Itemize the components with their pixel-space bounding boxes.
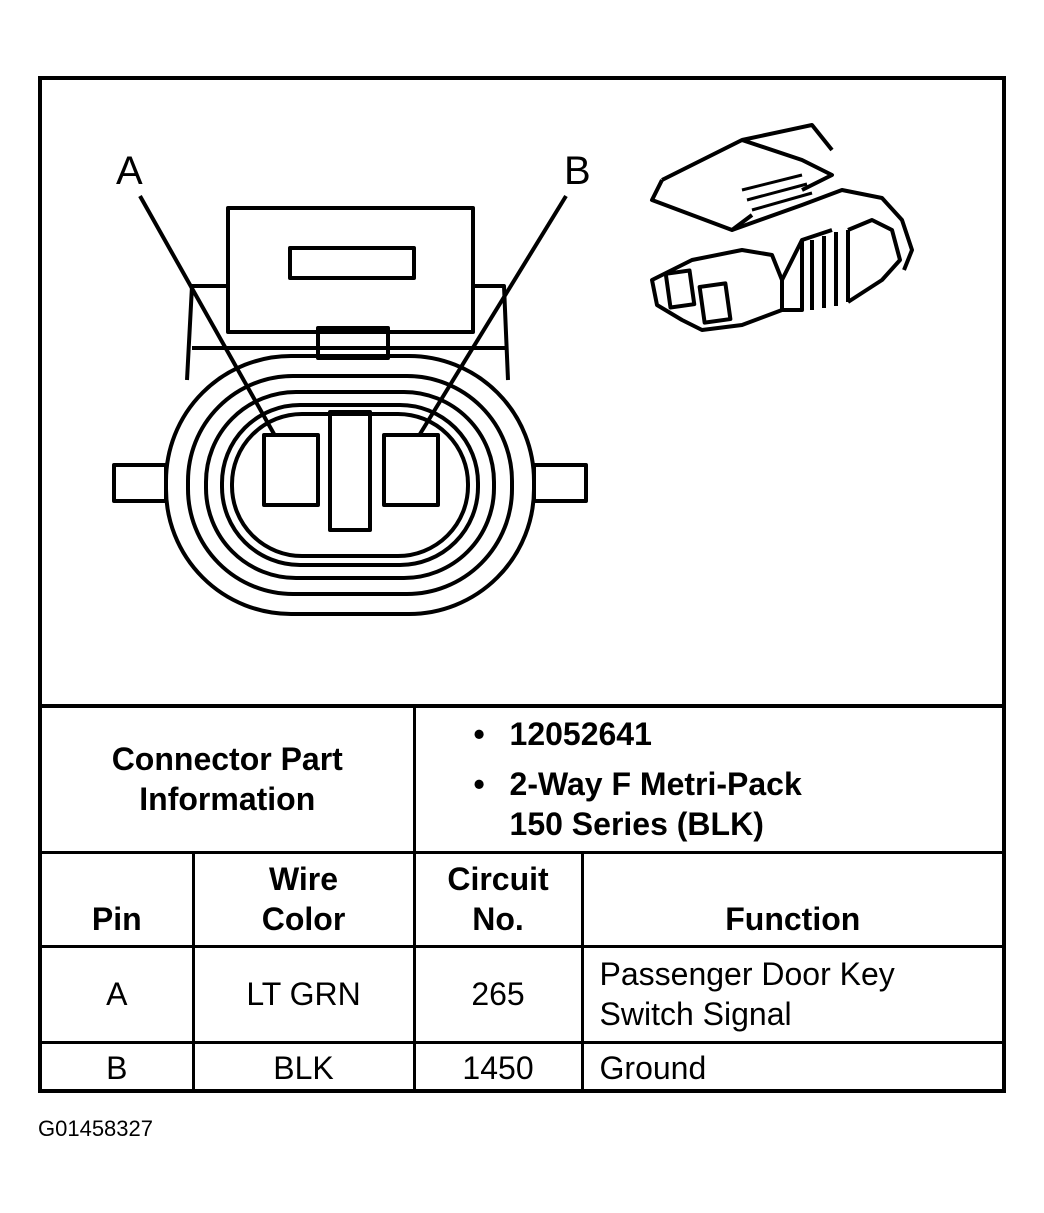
row-b-function: Ground: [580, 1040, 1003, 1092]
row-b-pin: B: [42, 1040, 195, 1092]
header-function: Function: [580, 850, 1003, 948]
table-row: B BLK 1450 Ground: [42, 1040, 1003, 1092]
terminal-b-cavity: [382, 433, 440, 507]
center-key: [328, 410, 372, 532]
row-b-wire-color: BLK: [191, 1040, 416, 1092]
outer-oval: [164, 354, 536, 616]
connector-figure: A B: [42, 80, 1002, 704]
description-line2: 150 Series (BLK): [509, 806, 764, 843]
right-ear: [532, 463, 588, 503]
description-item: • 2-Way F Metri-Pack 150 Series (BLK): [473, 766, 802, 843]
oval-ring-4: [220, 403, 480, 567]
table-header-row: Pin Wire Color Circuit No. Function: [42, 850, 1003, 948]
connector-part-details: • 12052641 • 2-Way F Metri-Pack 150 Seri…: [412, 704, 1003, 854]
part-number-item: • 12052641: [473, 716, 652, 753]
connector-isometric-view: [650, 123, 914, 332]
terminal-a-cavity: [262, 433, 320, 507]
row-a-pin: A: [42, 944, 195, 1044]
header-pin: Pin: [42, 850, 195, 948]
oval-ring-3: [204, 390, 496, 580]
left-ear: [112, 463, 168, 503]
row-a-wire-color: LT GRN: [191, 944, 416, 1044]
left-shoulder: [185, 284, 228, 381]
row-b-circuit: 1450: [412, 1040, 584, 1092]
connector-label-line2: Information: [139, 781, 316, 818]
connector-part-info-label: Connector Part Information: [42, 704, 416, 854]
row-a-circuit: 265: [412, 944, 584, 1044]
part-number: 12052641: [509, 716, 652, 753]
latch-window: [288, 246, 416, 280]
leader-line-a: [138, 195, 276, 435]
header-wire-color: Wire Color: [191, 850, 416, 948]
connector-face-drawing: A B: [112, 123, 914, 616]
row-a-function: Passenger Door Key Switch Signal: [580, 944, 1003, 1044]
description-line1: 2-Way F Metri-Pack: [509, 766, 802, 803]
pin-label-b: B: [564, 149, 591, 193]
connector-pin-table: Connector Part Information • 12052641 • …: [42, 704, 1003, 1092]
oval-ring-2: [186, 374, 514, 596]
connector-diagram-frame: A B Connector Part Information • 1205264…: [38, 76, 1006, 1093]
connector-info-row: Connector Part Information • 12052641 • …: [42, 704, 1003, 854]
connector-label-line1: Connector Part: [111, 741, 343, 778]
latch-housing: [226, 206, 475, 334]
table-row: A LT GRN 265 Passenger Door Key Switch S…: [42, 944, 1003, 1044]
header-circuit-no: Circuit No.: [412, 850, 584, 948]
figure-id: G01458327: [38, 1116, 153, 1141]
pin-label-a: A: [116, 149, 143, 193]
leader-line-b: [418, 194, 568, 436]
